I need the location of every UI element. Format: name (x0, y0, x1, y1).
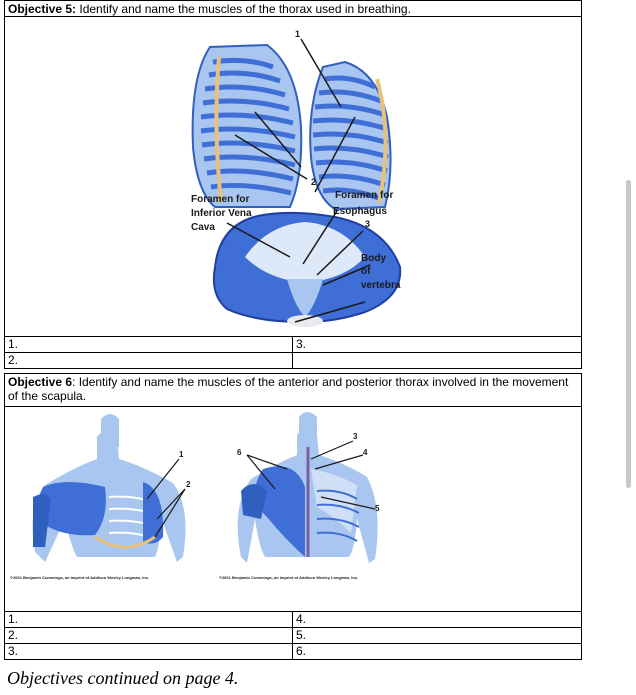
label-body-2: of (361, 266, 371, 277)
objective5-figure-box: 1 2 Foramen for Inferior Vena Cava Foram… (4, 16, 582, 337)
scrollbar[interactable] (626, 180, 631, 488)
fig5-number-3: 3 (365, 219, 370, 229)
fig5-number-1: 1 (295, 29, 300, 39)
label-body-3: vertebra (361, 280, 401, 291)
label-foramen-ivc-3: Cava (191, 222, 215, 233)
rib-cage-left (191, 43, 303, 208)
objective5-text: Identify and name the muscles of the tho… (79, 2, 411, 16)
diaphragm-illustration: 1 2 Foramen for Inferior Vena Cava Foram… (191, 29, 402, 327)
obj5-answer-2[interactable]: 2. (4, 352, 293, 369)
fig6-number-6: 6 (237, 448, 242, 457)
obj5-answer-1-label: 1. (8, 337, 19, 351)
obj6-answer-5-label: 5. (296, 628, 307, 642)
fig5-number-2: 2 (311, 177, 316, 187)
objective6-label: Objective 6 (8, 375, 73, 389)
obj5-answer-3[interactable]: 3. (292, 336, 582, 353)
obj5-answer-1[interactable]: 1. (4, 336, 293, 353)
obj6-answer-6-label: 6. (296, 644, 307, 658)
obj6-answer-2[interactable]: 2. (4, 627, 293, 644)
anterior-thorax (32, 414, 186, 562)
obj5-answer-3-label: 3. (296, 337, 307, 351)
obj6-answer-1[interactable]: 1. (4, 611, 293, 628)
label-foramen-ivc-2: Inferior Vena (191, 208, 252, 219)
fig6-number-1: 1 (179, 450, 184, 459)
obj6-answer-6[interactable]: 6. (292, 643, 582, 660)
objective6-header: Objective 6: Identify and name the muscl… (4, 373, 582, 407)
obj6-answer-3-label: 3. (8, 644, 19, 658)
label-foramen-ivc-1: Foramen for (191, 194, 249, 205)
objective6-figure-box: 1 2 ©2001 Benjamin Cummings, an imprint … (4, 406, 582, 612)
obj6-answer-1-label: 1. (8, 612, 19, 626)
obj6-answer-5[interactable]: 5. (292, 627, 582, 644)
label-foramen-esoph-2: Esophagus (333, 206, 387, 217)
obj6-answer-2-label: 2. (8, 628, 19, 642)
fig6-number-5: 5 (375, 504, 380, 513)
objective5-header: Objective 5: Identify and name the muscl… (4, 0, 582, 17)
credit-left: ©2001 Benjamin Cummings, an imprint of A… (10, 575, 149, 580)
fig6-number-2: 2 (186, 480, 191, 489)
obj5-answer-empty[interactable] (292, 352, 582, 369)
fig6-number-4: 4 (363, 448, 368, 457)
scapula-muscles-illustration: 1 2 ©2001 Benjamin Cummings, an imprint … (10, 412, 380, 580)
obj5-answer-2-label: 2. (8, 353, 19, 367)
obj6-answer-4-label: 4. (296, 612, 307, 626)
diaphragm (212, 211, 402, 327)
objective6-text: : Identify and name the muscles of the a… (8, 375, 569, 403)
obj6-answer-4[interactable]: 4. (292, 611, 582, 628)
obj6-answer-3[interactable]: 3. (4, 643, 293, 660)
footer-note: Objectives continued on page 4. (7, 668, 239, 688)
label-foramen-esoph-1: Foramen for (335, 190, 393, 201)
fig6-number-3: 3 (353, 432, 358, 441)
rib-cage-right (309, 60, 392, 211)
posterior-thorax (237, 412, 378, 563)
label-body-1: Body (361, 253, 386, 264)
credit-right: ©2001 Benjamin Cummings, an imprint of A… (219, 575, 358, 580)
objective5-label: Objective 5: (8, 2, 77, 16)
